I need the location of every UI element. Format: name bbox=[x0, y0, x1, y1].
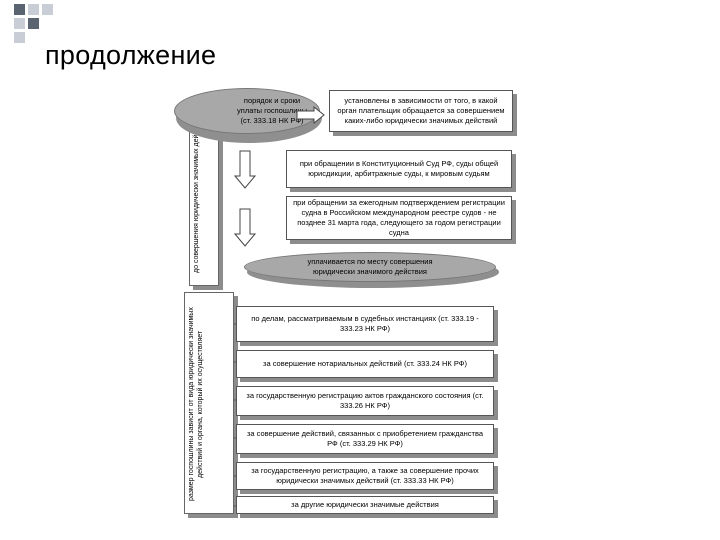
order-ellipse-text: порядок и сроки уплаты госпошлины (ст. 3… bbox=[237, 95, 307, 126]
corner-square bbox=[14, 4, 25, 15]
tax-type-box: за государственную регистрацию актов гра… bbox=[236, 386, 494, 416]
ship-registry-box: при обращении за ежегодным подтверждение… bbox=[286, 196, 512, 240]
corner-square bbox=[28, 4, 39, 15]
tax-type-box: по делам, рассматриваемым в судебных инс… bbox=[236, 306, 494, 342]
corner-square bbox=[28, 18, 39, 29]
bottom-side-label: размер госпошлины зависит от вида юридич… bbox=[188, 307, 205, 501]
order-ellipse: порядок и сроки уплаты госпошлины (ст. 3… bbox=[174, 88, 320, 134]
tax-type-box: за государственную регистрацию, а также … bbox=[236, 462, 494, 490]
court-box: при обращении в Конституционный Суд РФ, … bbox=[286, 150, 512, 188]
place-ellipse-text: уплачивается по месту совершения юридиче… bbox=[307, 256, 433, 276]
bottom-side-panel bbox=[184, 292, 234, 514]
page-title: продолжение bbox=[45, 40, 217, 70]
tax-type-box: за совершение нотариальных действий (ст.… bbox=[236, 350, 494, 378]
tax-type-box: за другие юридически значимые действия bbox=[236, 496, 494, 514]
arrow-down-icon bbox=[234, 208, 256, 247]
arrow-right-icon bbox=[296, 106, 325, 124]
tax-type-box: за совершение действий, связанных с прио… bbox=[236, 424, 494, 454]
corner-square bbox=[14, 18, 25, 29]
organ-dependency-box: установлены в зависимости от того, в как… bbox=[329, 90, 513, 132]
corner-square bbox=[14, 32, 25, 43]
arrow-down-icon bbox=[234, 150, 256, 189]
corner-square bbox=[42, 4, 53, 15]
place-ellipse: уплачивается по месту совершения юридиче… bbox=[244, 252, 496, 282]
